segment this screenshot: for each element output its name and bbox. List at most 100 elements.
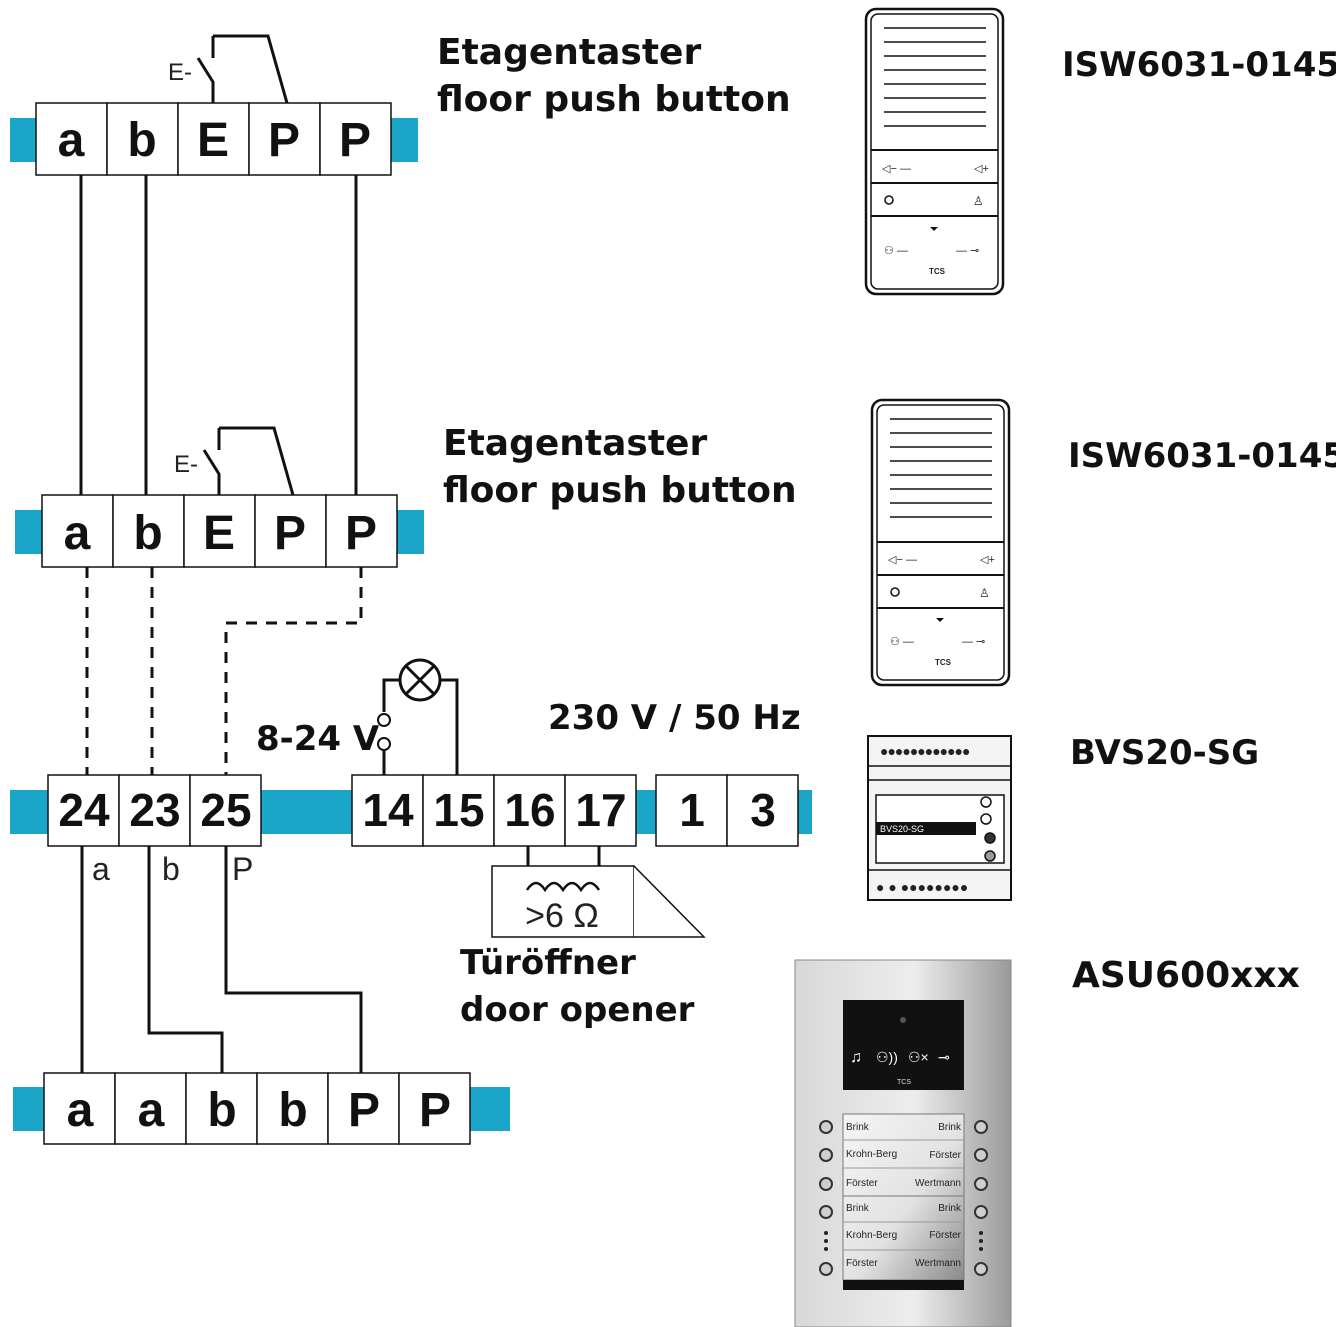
call-buttons — [819, 1120, 988, 1276]
terminal-label: 1 — [679, 784, 705, 836]
terminal-label: 24 — [58, 784, 110, 836]
floor-button-title-de: Etagentaster — [443, 423, 707, 464]
call-button-icon — [974, 1177, 988, 1191]
resistance-label: >6 Ω — [525, 897, 599, 935]
nameplate-right: Förster — [929, 1150, 961, 1161]
led-indicator-icon — [984, 832, 996, 844]
nameplate-left: Förster — [846, 1258, 878, 1269]
outdoor-station: ♫ ⚇)) ⚇× ⊸ TCS Brink Brink Krohn-Berg Fö… — [794, 959, 1012, 1327]
talk-icon: ⚇)) — [876, 1049, 898, 1065]
switch-label: E- — [174, 451, 198, 478]
lamp-voltage-label: 8-24 V — [256, 719, 380, 759]
call-button-icon — [974, 1205, 988, 1219]
volume-up-icon: ◁+ — [974, 163, 989, 175]
nameplate-panel — [842, 1113, 965, 1281]
terminal-label: E — [197, 114, 229, 167]
terminal-b1 — [185, 1072, 258, 1145]
terminal-label: P — [268, 114, 300, 167]
door-opener-title-de: Türöffner — [460, 943, 636, 983]
terminal-p1 — [254, 494, 327, 568]
door-opener-wedge — [633, 865, 706, 938]
top-terminal-dots: ●●●●●●●●●●●● — [880, 743, 970, 759]
wire-label-a: a — [92, 851, 110, 887]
terminal-label: 16 — [504, 784, 555, 836]
terminal-label: 15 — [433, 784, 484, 836]
mains-label: 230 V / 50 Hz — [548, 698, 801, 738]
rail-right — [390, 118, 418, 162]
rail-left — [13, 1087, 45, 1131]
lamp-cross-icon — [404, 664, 436, 696]
bell-icon: ♙ — [979, 586, 990, 600]
terminal-a1 — [43, 1072, 116, 1145]
terminal-label: P — [345, 507, 377, 560]
lamp-wire-right — [440, 678, 459, 775]
ring-icon — [884, 195, 894, 205]
bell-icon: ♙ — [973, 194, 984, 208]
terminal-label: 23 — [129, 784, 180, 836]
floor-push-button-top: a b E P P E- Etagentaster floor push but… — [10, 32, 791, 176]
volume-up-icon: ◁+ — [980, 554, 995, 566]
terminal-label: E — [203, 507, 235, 560]
call-button-icon — [974, 1262, 988, 1276]
terminal-25 — [189, 774, 262, 847]
call-button-icon — [974, 1120, 988, 1134]
adjust-screw-icon — [980, 813, 992, 825]
controller-terminal-strip: 24 23 25 14 15 16 17 1 3 a b P — [10, 774, 812, 887]
volume-down-icon: ◁− — — [888, 554, 917, 566]
indoor-station-1-label: ISW6031-0145 — [1062, 45, 1336, 85]
nameplate-left: Förster — [846, 1178, 878, 1189]
terminal-17 — [564, 774, 637, 847]
terminal-label: a — [58, 114, 85, 167]
ring-icon — [890, 587, 900, 597]
terminal-14 — [351, 774, 424, 847]
rail-right — [396, 510, 424, 554]
terminal-b — [106, 102, 179, 176]
terminal-a — [35, 102, 108, 176]
floor-button-title-de: Etagentaster — [437, 32, 701, 73]
terminal-label: 17 — [575, 784, 626, 836]
indoor-station-2-label: ISW6031-0145 — [1068, 436, 1336, 476]
terminal-label: b — [207, 1084, 236, 1137]
rail-left — [10, 118, 38, 162]
terminal-label: b — [127, 114, 156, 167]
speaker-grille — [890, 418, 992, 518]
terminal-p2 — [398, 1072, 471, 1145]
dashed-wires — [85, 567, 363, 775]
call-button-icon — [819, 1205, 833, 1219]
terminal-1 — [655, 774, 728, 847]
bottom-terminal-dots: ● ● ●●●●●●●● — [876, 879, 968, 895]
indoor-station-1: ◁− — ◁+ ♙ ⚇ — — ⊸ TCS — [864, 7, 1005, 296]
terminal-24 — [47, 774, 120, 847]
busy-icon: ⚇× — [908, 1049, 929, 1065]
wire-label-b: b — [162, 851, 180, 887]
terminal-dot — [377, 737, 391, 751]
wire-label-p: P — [232, 851, 253, 887]
door-opener-box — [491, 865, 635, 938]
terminal-dot — [377, 713, 391, 727]
nameplate-right: Brink — [938, 1203, 962, 1214]
power-supply-label: BVS20-SG — [1070, 733, 1259, 773]
terminal-label: b — [133, 507, 162, 560]
display-label: BVS20-SG — [880, 824, 924, 834]
switch-symbol — [202, 426, 295, 496]
nameplate-names: Brink Brink Krohn-Berg Förster Förster W… — [846, 1122, 962, 1269]
key-icon: — ⊸ — [956, 245, 979, 257]
nameplate-left: Brink — [846, 1203, 870, 1214]
riser-wires — [79, 175, 358, 495]
camera-icon — [900, 1017, 906, 1023]
nameplate-right: Wertmann — [915, 1258, 961, 1269]
brand-logo: TCS — [929, 267, 946, 276]
terminal-15 — [422, 774, 495, 847]
call-button-icon — [819, 1262, 833, 1276]
led-indicator-icon — [984, 850, 996, 862]
indoor-station-2: ◁− — ◁+ ♙ ⚇ — — ⊸ TCS — [870, 398, 1011, 687]
terminal-label: P — [339, 114, 371, 167]
display-strip — [876, 822, 976, 835]
led-icon — [936, 618, 944, 622]
nameplate-right: Brink — [938, 1122, 962, 1133]
floor-button-title-en: floor push button — [437, 79, 791, 120]
call-button-icon — [974, 1148, 988, 1162]
coil-icon — [525, 881, 601, 893]
ellipsis-dots — [824, 1231, 983, 1251]
